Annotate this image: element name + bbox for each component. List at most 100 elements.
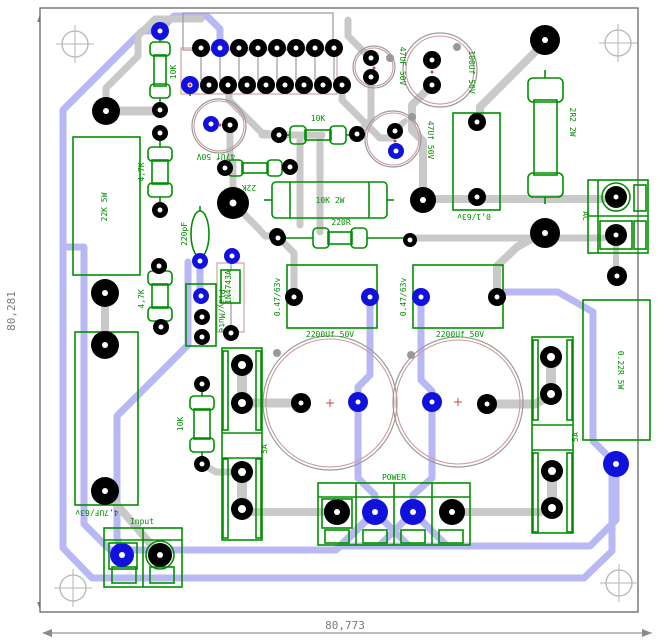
pad-hole [291, 294, 297, 300]
pad-hole [275, 235, 281, 241]
pad-hole [548, 467, 556, 475]
pad-hole [392, 128, 398, 134]
component-outline [151, 159, 169, 185]
pad-hole [157, 130, 163, 136]
pad-hole [331, 45, 337, 51]
component-outline [531, 336, 574, 534]
component-outline [324, 529, 350, 544]
pad-hole [238, 399, 246, 407]
pad-hole [547, 353, 555, 361]
pad-hole [157, 552, 163, 558]
component-outline [304, 129, 332, 141]
via[interactable] [408, 113, 416, 121]
pad-hole [238, 468, 246, 476]
label-10k: 10K [169, 65, 178, 80]
pad-hole [236, 45, 242, 51]
pad-hole [227, 122, 233, 128]
pad-hole [282, 82, 288, 88]
component-outline [149, 566, 175, 584]
center-dot [372, 66, 376, 70]
component-outline [354, 47, 394, 87]
label-play-mute: Play/Mute [217, 289, 226, 333]
pad-hole [228, 330, 234, 336]
pad-hole [429, 399, 435, 405]
component-outline [633, 184, 647, 212]
label-0-47-63v: 0.47/63v [399, 278, 408, 317]
pad-hole [157, 28, 163, 34]
pad-hole [407, 237, 413, 243]
component-outline [532, 339, 539, 421]
label-10k-2w: 10K 2W [316, 196, 345, 205]
component-outline [405, 35, 475, 105]
pad-hole [238, 361, 246, 369]
component-outline [366, 112, 420, 166]
label-4-7uf-63v: 4,7UF/63v [75, 508, 119, 517]
pad-hole [199, 334, 205, 340]
pad-hole [368, 55, 374, 61]
pad-hole [334, 509, 340, 515]
label-2200uf-50v: 2200Uf 50V [306, 330, 354, 339]
component-outlines [72, 12, 651, 588]
via[interactable] [386, 54, 394, 62]
component-outline [327, 231, 353, 245]
label-47uf-50v: 47UF 50V [398, 47, 407, 86]
via[interactable] [273, 349, 281, 357]
pad-hole [198, 293, 204, 299]
pad-hole [547, 390, 555, 398]
label-0-22r-5w: 0.22R 5W [616, 351, 625, 390]
component-outline [601, 182, 631, 212]
component-outline [111, 566, 137, 584]
label-5a: 5A [571, 432, 580, 442]
pad-hole [613, 194, 619, 200]
center-dot [218, 123, 222, 127]
component-outline [566, 339, 573, 421]
component-outline [265, 338, 395, 468]
label-4-7k: 4,7K [137, 162, 146, 181]
trace-top [408, 81, 436, 192]
label-220r: 220R [331, 218, 350, 227]
via[interactable] [453, 43, 461, 51]
component-outline [255, 458, 262, 539]
pad-hole [542, 230, 548, 236]
via[interactable] [407, 351, 415, 359]
component-outline [241, 162, 269, 174]
pad-hole [244, 82, 250, 88]
pad-hole [418, 294, 424, 300]
component-outline [222, 350, 229, 431]
center-dot [430, 70, 434, 74]
label-100uf-50v: 100Uf 50V [467, 50, 476, 94]
pad-hole [276, 132, 282, 138]
component-outline [452, 112, 501, 211]
component-outline [221, 347, 263, 541]
trace-top [493, 231, 542, 301]
component-outline [362, 529, 388, 544]
solder-pads [91, 22, 629, 567]
pad-hole [449, 509, 455, 515]
trace-top [448, 505, 556, 516]
pad-hole [199, 314, 205, 320]
pad-hole [238, 505, 246, 513]
label-80-773: 80,773 [325, 619, 365, 632]
label-2200uf-50v: 2200Uf 50V [436, 330, 484, 339]
pad-hole [274, 45, 280, 51]
pad-hole [614, 273, 620, 279]
dimension-arrow [642, 629, 652, 637]
label-0-47-63v: 0.47/63v [273, 278, 282, 317]
component-outline [364, 110, 422, 168]
component-outline [438, 529, 464, 544]
component-outline [321, 498, 353, 529]
label-ac: AC [581, 211, 590, 221]
pad-hole [157, 207, 163, 213]
component-outline [532, 452, 539, 533]
pad-hole [429, 82, 435, 88]
pad-hole [494, 294, 500, 300]
pad-hole [102, 488, 108, 494]
pad-hole [197, 258, 203, 264]
pad-hole [263, 82, 269, 88]
component-outline [633, 220, 647, 250]
pad-hole [410, 509, 416, 515]
component-outline [400, 529, 426, 544]
